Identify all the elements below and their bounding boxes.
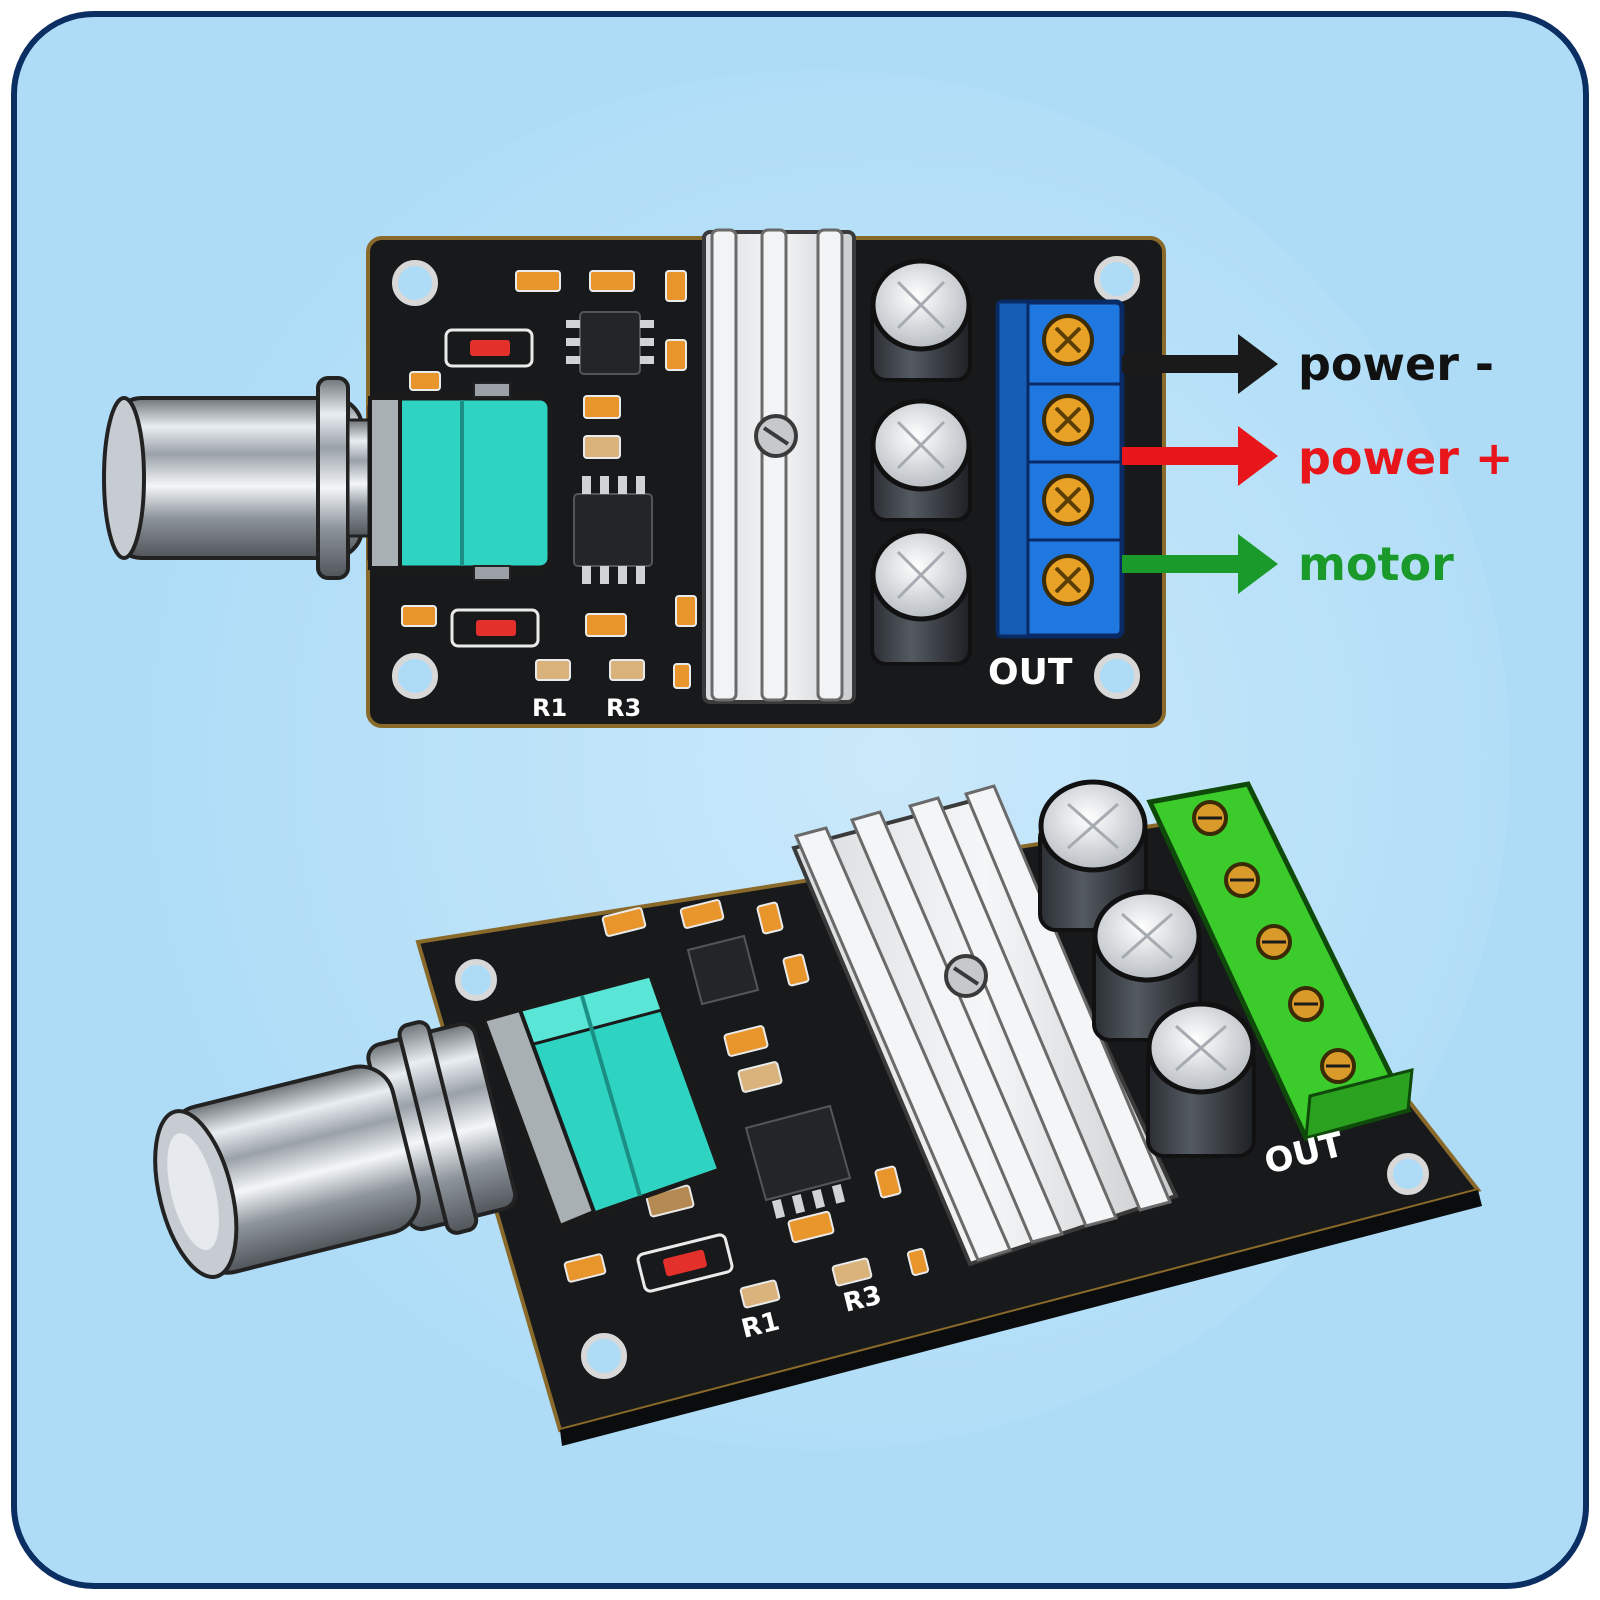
- top-r3-label: R3: [606, 694, 641, 722]
- top-screw-terminal-icon: [995, 299, 1125, 639]
- arrow-motor: [1122, 534, 1278, 594]
- bottom-smd-components: [563, 899, 930, 1309]
- label-power-plus: power +: [1298, 431, 1513, 485]
- arrow-power-minus: [1122, 334, 1278, 394]
- bottom-diode: [636, 1233, 734, 1293]
- bottom-heatsink-icon: [791, 784, 1179, 1267]
- bottom-potentiometer-knob-icon: [153, 972, 724, 1279]
- bottom-pcb-edge: [560, 1190, 1482, 1446]
- top-mounting-holes: [392, 256, 1140, 699]
- pin-arrows: [1122, 334, 1278, 594]
- bottom-mounting-holes: [455, 959, 1429, 1379]
- label-motor: motor: [1298, 537, 1454, 591]
- bottom-screw-terminal-icon: [1146, 781, 1414, 1141]
- top-smd-components: [401, 270, 697, 689]
- top-potentiometer-knob-icon: [102, 376, 553, 581]
- top-diodes: [444, 328, 540, 648]
- bottom-board: OUT R1 R3: [153, 779, 1482, 1446]
- label-power-minus: power -: [1298, 337, 1494, 391]
- bottom-electrolytic-capacitor-icon: [1038, 779, 1256, 1158]
- top-board: OUT R1 R3: [102, 228, 1166, 728]
- top-ic-chips: [566, 311, 654, 584]
- top-electrolytic-capacitor-icon: [870, 258, 972, 666]
- bottom-ic-chips: [686, 934, 852, 1219]
- top-r1-label: R1: [532, 694, 567, 722]
- top-heatsink-icon: [702, 228, 856, 704]
- arrow-power-plus: [1122, 426, 1278, 486]
- top-out-label: OUT: [988, 652, 1073, 693]
